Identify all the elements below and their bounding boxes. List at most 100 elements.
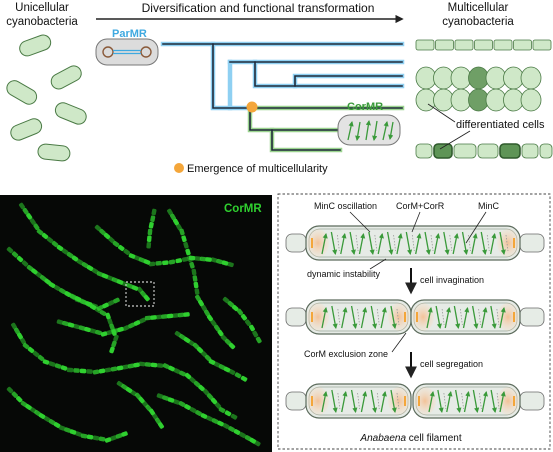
differentiated-label: differentiated cells <box>456 119 545 131</box>
fluorescent-cell <box>204 354 212 362</box>
dynamic-filament <box>376 308 380 326</box>
fluorescent-cell <box>32 350 40 358</box>
fluorescent-cell <box>73 323 80 330</box>
cormr-label: CorMR <box>347 101 383 113</box>
dynamic-filament <box>355 234 359 252</box>
fluorescent-cell <box>22 207 29 215</box>
dynamic-filament <box>337 392 341 410</box>
differentiated-pointer <box>427 103 456 123</box>
fluorescent-cell <box>162 363 170 369</box>
cormr-filament <box>437 389 444 414</box>
minc-zone <box>412 303 434 331</box>
fluorescent-cell <box>64 291 72 297</box>
fluorescent-cell <box>122 364 129 370</box>
dynamic-filament <box>505 234 509 252</box>
fluorescent-cell <box>210 257 218 263</box>
pointer-cormcorr <box>411 211 421 233</box>
fluorescent-cell <box>181 256 189 262</box>
pointer-minc-osc <box>349 211 371 233</box>
fluorescent-cell <box>11 391 18 398</box>
header-text: Diversification and functional transform… <box>142 1 375 15</box>
micrograph-filaments <box>6 202 262 447</box>
parmr-box: ParMR <box>95 28 159 66</box>
fluorescent-cell <box>17 332 23 340</box>
dynamic-filament <box>486 234 490 252</box>
fluorescent-cell <box>121 281 129 287</box>
cormr-filament <box>426 306 433 329</box>
fluorescent-cell <box>56 319 64 325</box>
fluorescent-cell <box>113 334 119 342</box>
legend-orange-dot <box>174 163 184 173</box>
fluorescent-cell <box>162 260 169 266</box>
fluorescent-cell <box>139 317 146 324</box>
model-border <box>277 193 551 450</box>
fluorescent-cell <box>189 376 196 384</box>
fluorescent-cell <box>221 260 229 266</box>
fluorescent-cell <box>239 432 246 438</box>
fluorescent-cell <box>192 275 198 282</box>
filament-cell <box>468 88 489 112</box>
cormr-filament <box>368 231 375 256</box>
fluorescent-cell <box>121 431 128 437</box>
fluorescent-cell <box>117 326 124 333</box>
fluorescent-cell <box>104 437 112 443</box>
single-cell <box>10 118 43 141</box>
cormr-capsule <box>337 114 401 146</box>
fluorescent-cell <box>244 435 252 441</box>
fluorescent-cell <box>138 361 146 367</box>
fluorescent-cell <box>179 228 185 236</box>
fluorescent-cell <box>148 221 154 229</box>
fluorescent-cell <box>185 248 191 256</box>
filament-cell <box>485 66 507 90</box>
fluorescent-cell <box>94 307 102 313</box>
parmr-label: ParMR <box>112 28 147 40</box>
dynamic-filament <box>496 392 500 410</box>
fluorescent-cell <box>162 395 169 401</box>
fluorescent-cell <box>150 362 158 368</box>
fluorescent-cell <box>71 255 79 262</box>
pointer-exclusion <box>391 332 407 353</box>
dynamic-filament <box>336 234 340 252</box>
fluorescent-cell <box>192 342 200 350</box>
fluorescent-cell <box>108 236 115 244</box>
fluorescent-cell <box>202 388 210 396</box>
fluorescent-cell <box>184 372 192 380</box>
fluorescent-cell <box>211 418 219 424</box>
differentiated-pointer <box>439 130 471 150</box>
fluorescent-cell <box>86 369 93 374</box>
fluorescent-cell <box>99 310 107 316</box>
cormr-filament <box>350 389 358 414</box>
multicellular-filaments <box>415 39 553 159</box>
dynamic-filament <box>396 308 400 326</box>
fluorescent-cell <box>6 246 14 254</box>
fluorescent-cell <box>107 318 113 325</box>
fluorescent-cell <box>89 304 97 310</box>
fluorescent-cell <box>176 223 182 231</box>
fluorescent-cell <box>196 346 204 354</box>
fluorescent-cell <box>95 329 102 336</box>
single-cell <box>6 80 38 105</box>
cormr-filament <box>463 390 471 413</box>
fluorescent-cell <box>156 363 164 368</box>
cormr-filament <box>471 305 479 330</box>
fluorescent-cell <box>21 260 29 267</box>
single-cell <box>19 34 52 57</box>
cormr-filament <box>480 231 488 256</box>
fluorescent-cell <box>210 397 218 405</box>
fluorescent-cell <box>111 329 117 336</box>
fluorescent-cell <box>206 393 214 400</box>
fluorescent-cell <box>79 298 87 305</box>
fluorescent-cell <box>109 346 115 354</box>
fluorescent-cell <box>86 265 94 271</box>
filament-cell <box>415 39 435 51</box>
single-cell <box>37 143 71 162</box>
fluorescent-cell <box>74 296 82 302</box>
filament-cell <box>485 88 507 112</box>
filament-cell <box>450 88 472 112</box>
fluorescent-cell <box>22 342 30 350</box>
parmr-plasmid <box>102 46 114 58</box>
pointer-dynamic <box>369 258 387 270</box>
fluorescent-cell <box>168 259 176 265</box>
cormr-box: CorMR <box>337 101 401 146</box>
